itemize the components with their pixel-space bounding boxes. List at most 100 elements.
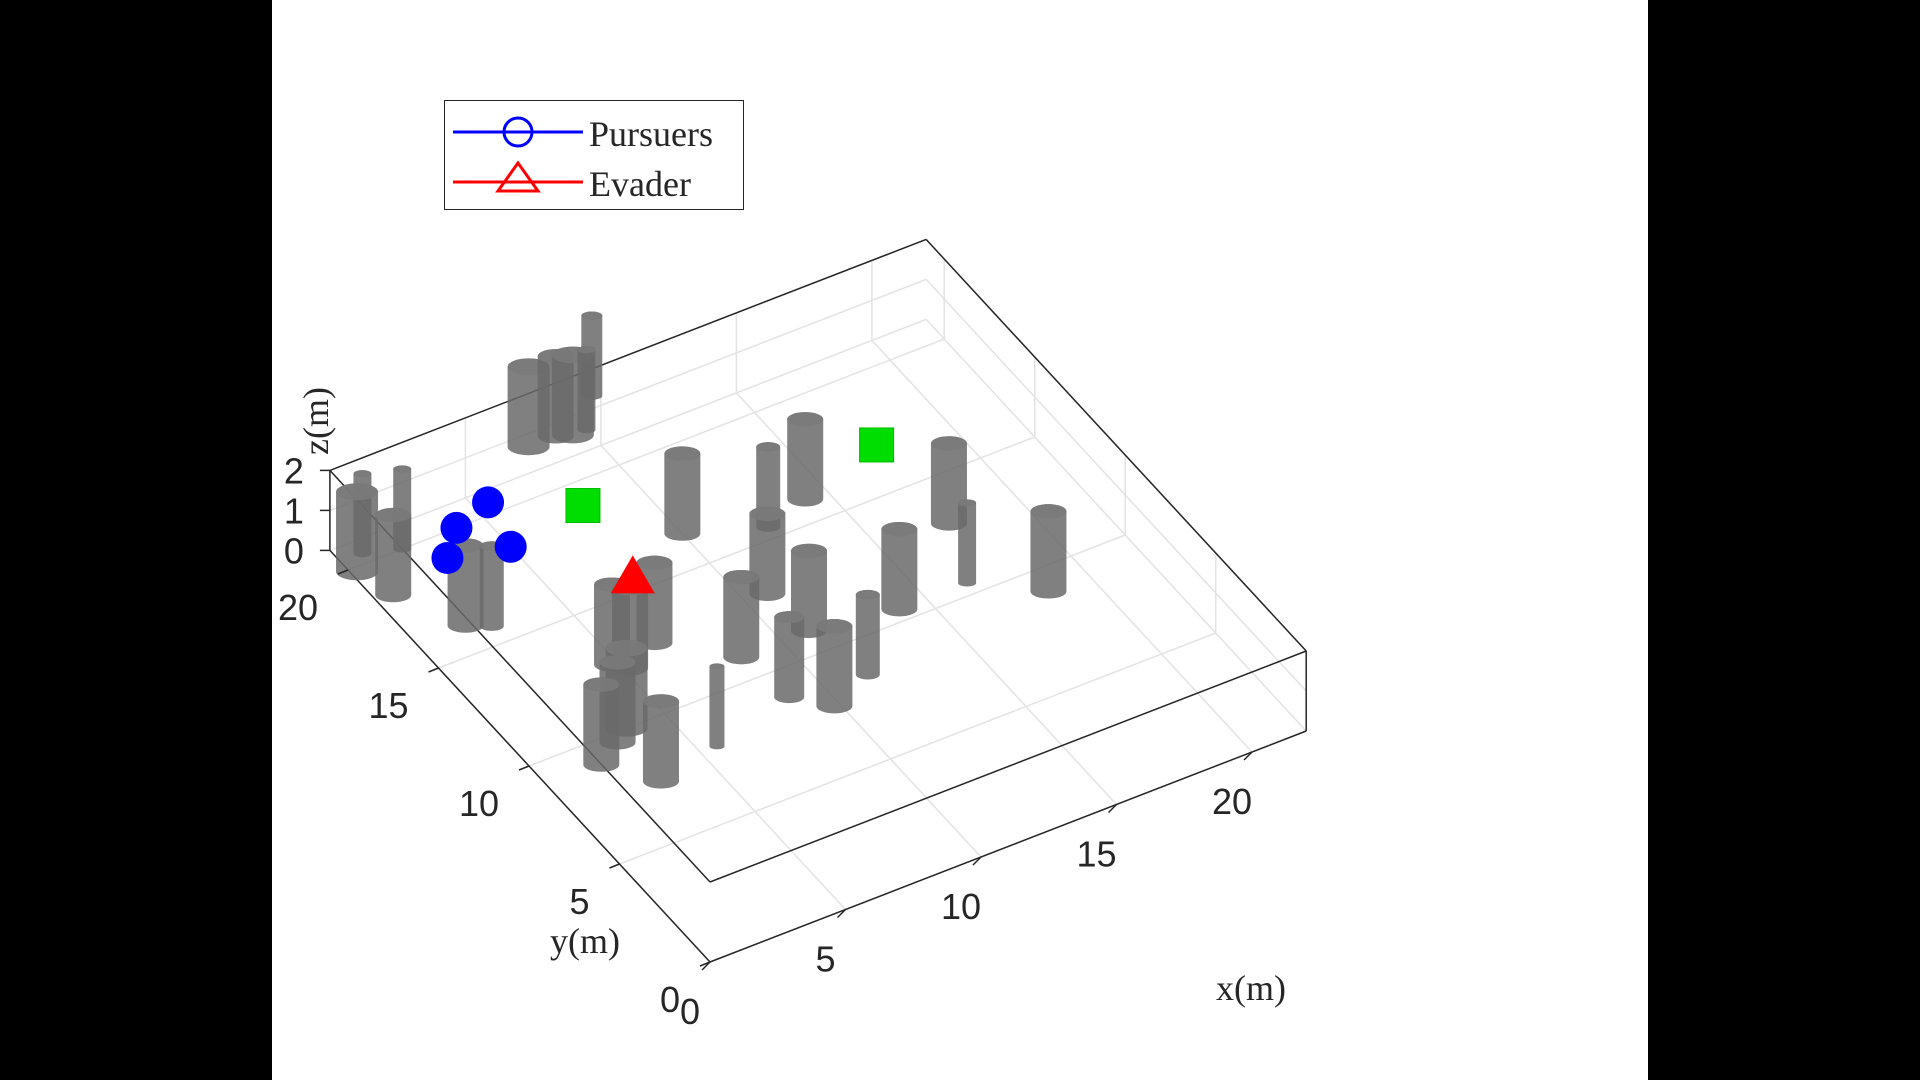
- obstacle-top: [577, 346, 596, 354]
- obstacle-body: [709, 663, 725, 750]
- y-tick-mark: [337, 569, 349, 575]
- obstacle-top: [353, 470, 372, 478]
- obstacle-cylinder: [723, 569, 760, 665]
- obstacle-body: [583, 677, 620, 772]
- obstacle-body: [881, 522, 918, 617]
- pursuer-marker: [494, 530, 527, 563]
- x-tick-label: 10: [941, 886, 981, 927]
- y-tick-label: 15: [368, 685, 408, 726]
- obstacle-cylinder: [958, 499, 977, 587]
- obstacle-cylinder: [930, 436, 967, 531]
- red-triangle-line-icon: [453, 160, 583, 193]
- obstacle-body: [723, 569, 760, 665]
- obstacle-cylinder: [855, 589, 880, 680]
- pursuer-marker: [440, 511, 473, 544]
- obstacle-body: [1030, 504, 1067, 599]
- axis-edge: [329, 238, 927, 472]
- blue-circle-line-icon: [453, 116, 583, 148]
- obstacle-body: [664, 446, 701, 541]
- obstacle-body: [816, 619, 853, 714]
- obstacle-cylinder: [336, 483, 379, 581]
- target-marker: [859, 427, 895, 463]
- pursuer-marker: [431, 542, 464, 574]
- obstacle-top: [664, 446, 701, 461]
- grid-line-back-z: [329, 318, 927, 552]
- obstacle-top: [375, 507, 412, 523]
- y-tick-label: 0: [660, 979, 680, 1020]
- z-tick-label: 2: [284, 450, 304, 491]
- axis-edge: [709, 650, 1307, 883]
- obstacle-body: [642, 694, 679, 789]
- x-axis-label: x(m): [1216, 968, 1286, 1008]
- x-tick-mark: [1107, 803, 1118, 814]
- legend-label-evader: Evader: [589, 164, 691, 204]
- obstacle-cylinder: [583, 677, 620, 772]
- obstacle-body: [787, 412, 824, 507]
- obstacle-top: [636, 555, 673, 571]
- grid-line-y: [347, 338, 945, 571]
- obstacle-top: [583, 677, 620, 692]
- y-tick-mark: [609, 863, 620, 869]
- axis-edge: [329, 549, 711, 963]
- obstacle-top: [336, 483, 379, 501]
- x-tick-label: 15: [1076, 834, 1116, 875]
- obstacle-cylinder: [816, 619, 853, 714]
- obstacle-cylinder: [642, 694, 679, 789]
- obstacle-top: [816, 619, 853, 634]
- obstacle-top: [723, 569, 760, 585]
- obstacle-top: [855, 589, 880, 600]
- obstacle-top: [605, 639, 648, 657]
- legend-label-pursuers: Pursuers: [589, 114, 713, 154]
- y-tick-mark: [699, 961, 711, 967]
- axis-edge: [925, 238, 1307, 652]
- obstacle-top: [709, 663, 725, 670]
- obstacle-top: [881, 522, 918, 537]
- obstacle-top: [787, 412, 824, 427]
- obstacle-body: [930, 436, 967, 531]
- obstacle-cylinder: [1030, 504, 1067, 599]
- obstacle-cylinder: [664, 446, 701, 541]
- legend: Pursuers Evader: [444, 100, 744, 210]
- x-tick-label: 20: [1212, 781, 1252, 822]
- obstacle-top: [791, 543, 827, 559]
- axis-edge: [709, 730, 1307, 963]
- obstacle-body: [958, 499, 977, 587]
- markers: [431, 427, 895, 594]
- obstacle-top: [930, 436, 967, 451]
- obstacle-top: [1030, 504, 1067, 519]
- z-axis-label: z(m): [296, 387, 336, 455]
- obstacle-cylinder: [881, 522, 918, 617]
- y-tick-mark: [428, 667, 439, 673]
- grid-line-y: [619, 632, 1216, 865]
- y-tick-label: 20: [278, 587, 318, 628]
- obstacle-top: [774, 611, 805, 624]
- legend-item-pursuers: Pursuers: [445, 109, 745, 159]
- x-tick-label: 0: [680, 991, 700, 1032]
- y-axis-label: y(m): [550, 921, 620, 961]
- grid-line-side-z: [925, 318, 1307, 732]
- obstacle-body: [855, 589, 880, 680]
- obstacle-body: [577, 346, 596, 434]
- obstacle-body: [774, 611, 805, 704]
- grid-line-side-z: [925, 278, 1307, 692]
- obstacle-top: [393, 465, 412, 473]
- obstacle-body: [336, 483, 379, 581]
- grid-line-back-z: [329, 278, 927, 512]
- pursuer-marker: [472, 486, 505, 519]
- obstacle-cylinder: [375, 507, 412, 603]
- y-tick-label: 5: [569, 881, 589, 922]
- obstacle-top: [756, 442, 781, 452]
- x-tick-mark: [836, 908, 847, 919]
- obstacle-body: [375, 507, 412, 603]
- obstacle-cylinder: [577, 346, 596, 434]
- obstacle-cylinder: [774, 611, 805, 704]
- obstacle-top: [749, 506, 786, 521]
- obstacle-top: [958, 499, 977, 507]
- evader-marker: [610, 555, 655, 594]
- obstacles: [336, 311, 1067, 789]
- obstacle-top: [599, 655, 636, 670]
- obstacle-cylinder: [709, 663, 725, 750]
- obstacle-top: [642, 694, 679, 709]
